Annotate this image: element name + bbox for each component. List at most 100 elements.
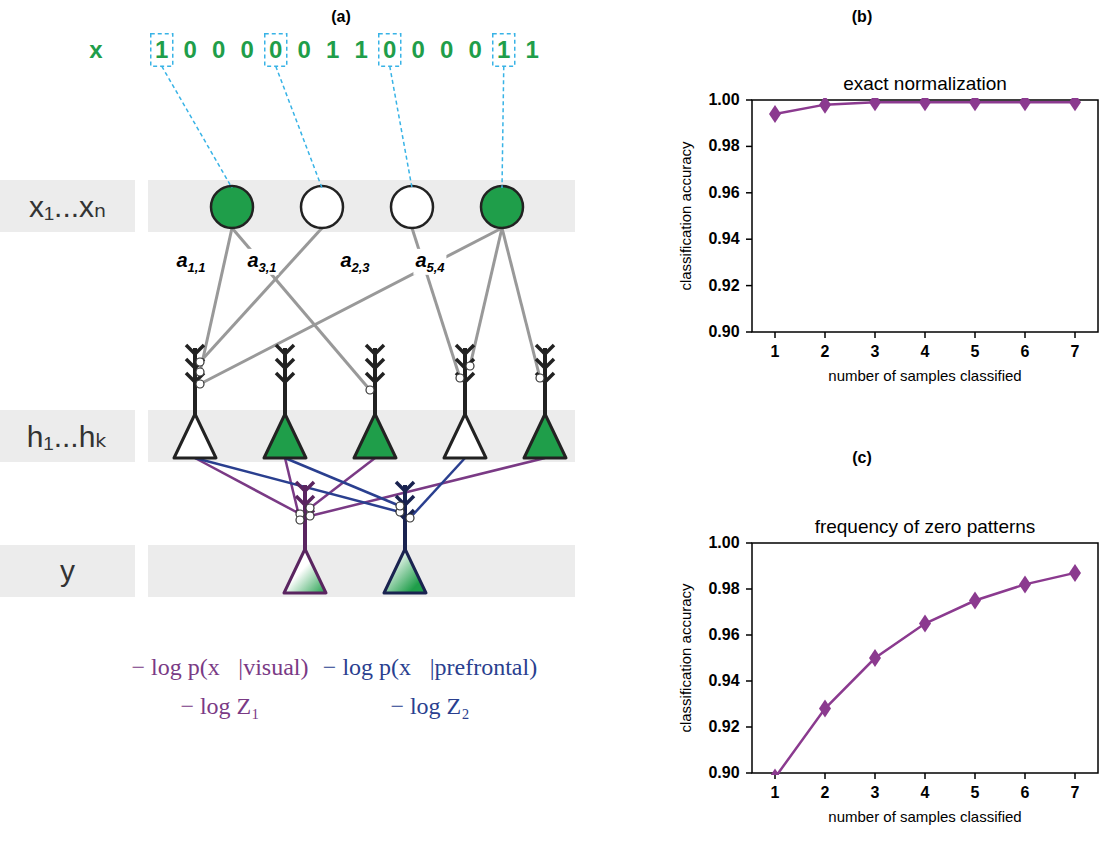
synapse-dot [366,386,374,394]
output-synapse [410,458,465,518]
input-bits: 10000011000011 [148,37,547,63]
panel-letter: (c) [852,449,872,467]
tick-label: 0.92 [708,718,739,736]
neurons [174,186,566,593]
dendrite-branch [396,482,414,491]
layer-name: y [60,554,75,588]
synapse-dot [396,502,404,510]
diamond-marker [819,98,831,114]
tick [1024,773,1026,779]
input-unit [301,186,343,228]
dendrite-branch [456,345,474,354]
chart-title: frequency of zero patterns [815,517,1036,538]
input-synapse [470,228,502,366]
dendrite-branch [276,359,294,368]
neuron-body [444,414,486,458]
dendrite-branch [366,359,384,368]
tick [974,332,976,338]
bit-leader [276,66,322,188]
layer-band: h₁...hₖ [0,410,135,462]
tick-label: 0.98 [708,138,739,156]
tick [1024,332,1026,338]
tick-label: 1.00 [708,91,739,109]
tick-label: 2 [821,784,830,802]
dendrite-branch [366,345,384,354]
tick-label: 0.90 [708,323,739,341]
diamond-marker [1019,575,1031,593]
dendrite-branch [366,373,384,382]
tick-label: 1.00 [708,534,739,552]
tick-label: 0.96 [708,184,739,202]
neuron-body [264,414,306,458]
tick-label: 0.94 [708,230,739,248]
diamond-marker [969,592,981,610]
tick-label: 0.94 [708,672,739,690]
tick-label: 6 [1021,343,1030,361]
tick-label: 7 [1071,784,1080,802]
layer-band: x₁...xₙ [0,180,135,232]
synapse-dot [296,516,304,524]
synapse-dot [196,380,204,388]
tick-label: 0.92 [708,277,739,295]
dendrite-branch [536,359,554,368]
tick [746,634,752,636]
diamond-marker [1019,98,1031,111]
dendrite-branch [456,373,474,382]
synapse-dot [306,512,314,520]
synapse-dot [536,374,544,382]
formula: − log Z₂ [390,693,469,719]
synapse-wires [195,228,545,520]
tick-label: 3 [871,784,880,802]
dendrite-branch [276,345,294,354]
tick-label: 2 [821,343,830,361]
tick [746,588,752,590]
dendrite-branch [296,482,314,491]
tick [924,332,926,338]
tick [746,680,752,682]
tick [746,331,752,333]
accuracy-plots [746,93,1098,786]
tick [746,238,752,240]
tick [874,773,876,779]
dendrite-branch [186,345,204,354]
layer-name: h₁...hₖ [27,419,108,454]
synapse-dot [306,504,314,512]
tick-label: 1 [771,343,780,361]
bit-markers [151,34,515,188]
tick-label: 7 [1071,343,1080,361]
input-synapse [200,228,322,362]
neuron-body [524,414,566,458]
neuron-body [384,549,426,593]
neuron-body [174,414,216,458]
dendrite-branch [536,373,554,382]
chart-title: exact normalization [843,74,1007,95]
diamond-marker [919,615,931,633]
tick [824,332,826,338]
data-series [769,98,1081,123]
tick [924,773,926,779]
tick-label: 4 [921,343,930,361]
diamond-marker [769,769,781,775]
band-backgrounds [148,180,575,597]
input-synapse [502,228,540,378]
formula: − log p(x⃗|visual) [132,654,309,680]
diamond-marker [1069,564,1081,582]
diamond-marker [869,649,881,667]
accuracy-line [775,573,1075,775]
tick [746,99,752,101]
tick-label: 5 [971,784,980,802]
axis-label: number of samples classified [828,809,1021,826]
input-synapse [200,228,502,384]
weight-label: a2,3 [338,249,371,275]
tick [746,285,752,287]
tick [746,726,752,728]
tick [1074,332,1076,338]
panel-letter: (b) [852,8,872,26]
weight-label: a3,1 [245,249,278,275]
tick-label: 6 [1021,784,1030,802]
synapse-dot [466,362,474,370]
tick [974,773,976,779]
tick [774,332,776,338]
tick [874,332,876,338]
